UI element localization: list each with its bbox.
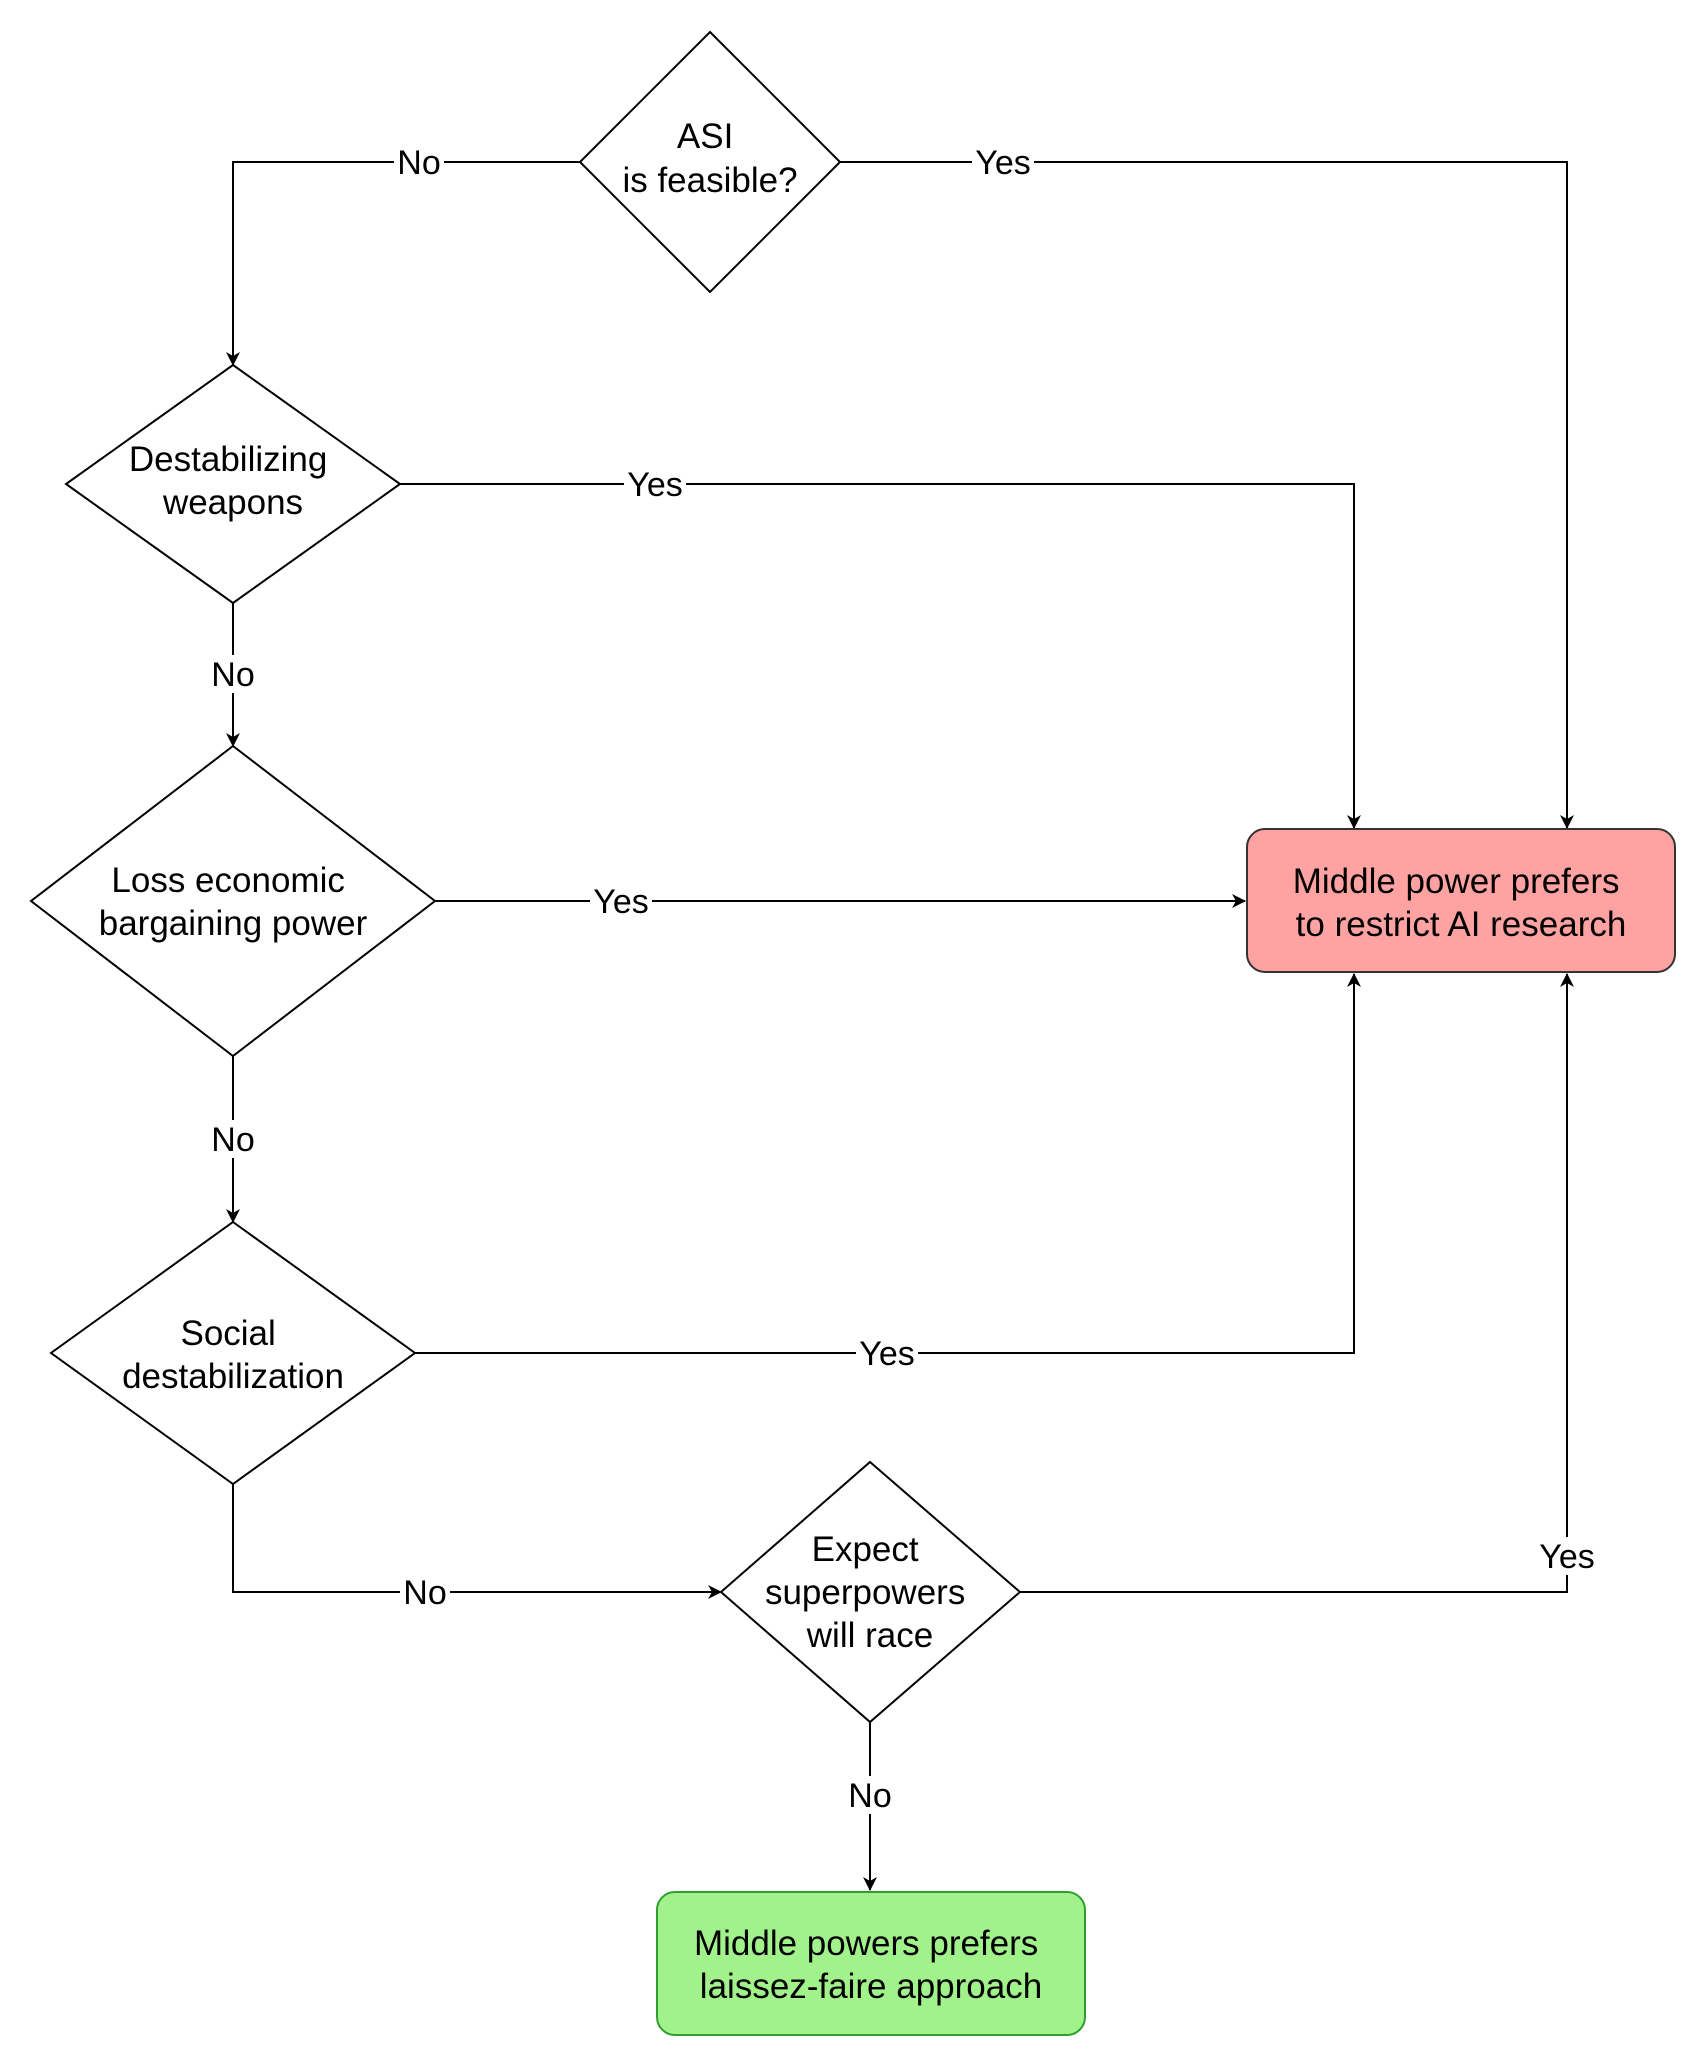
- svg-text:Destabilizing weapons: Destabilizing weapons: [129, 440, 337, 522]
- node-restrict-line-1: Middle power prefers: [1293, 862, 1620, 901]
- node-economic-line-2: bargaining power: [99, 904, 368, 943]
- edge-asi-yes: [840, 161, 1574, 829]
- outcome-restrict-ai-research: Middle power prefers to restrict AI rese…: [1246, 828, 1676, 973]
- svg-text:Middle power prefers t: Middle power prefers to restrict AI rese…: [1293, 862, 1630, 944]
- terminal-nodes: Middle power prefers to restrict AI rese…: [656, 828, 1676, 2036]
- decision-expect-superpowers-race: Expect superpowers will race: [719, 1460, 1022, 1724]
- svg-text:Loss economic bargaini: Loss economic bargaining power: [99, 861, 368, 943]
- node-restrict-line-2: to restrict AI research: [1296, 905, 1627, 944]
- edge-label-asi-no: No: [397, 144, 440, 182]
- node-economic-line-1: Loss economic: [111, 861, 344, 900]
- edge-social-no: [232, 1484, 722, 1599]
- node-laissez-line-2: laissez-faire approach: [700, 1967, 1042, 2006]
- edge-asi-no: [226, 161, 580, 366]
- svg-text:Social destabilization: Social destabilization: [122, 1314, 344, 1396]
- svg-text:Expect superpowers: Expect superpowers will race: [765, 1530, 975, 1655]
- edge-race-yes: [1020, 973, 1574, 1593]
- edge-label-asi-yes: Yes: [975, 144, 1030, 182]
- decision-destabilizing-weapons: Destabilizing weapons: [64, 363, 402, 605]
- laissez-box: [656, 1891, 1086, 2036]
- svg-text:Middle powers prefers: Middle powers prefers laissez-faire appr…: [694, 1924, 1048, 2006]
- svg-text:ASI is feasible?: ASI is feasible?: [622, 117, 797, 200]
- node-asi-line-2: is feasible?: [622, 161, 797, 200]
- decision-social-destabilization: Social destabilization: [49, 1220, 417, 1486]
- node-laissez-line-1: Middle powers prefers: [694, 1924, 1038, 1963]
- node-race-line-1: Expect: [812, 1530, 919, 1569]
- node-social-line-2: destabilization: [122, 1357, 344, 1396]
- node-weapons-line-1: Destabilizing: [129, 440, 327, 479]
- edge-social-yes: [415, 973, 1361, 1354]
- node-race-line-3: will race: [806, 1616, 933, 1655]
- edge-label-economic-no: No: [211, 1121, 254, 1159]
- edge-label-social-no: No: [403, 1574, 446, 1612]
- edge-label-weapons-yes: Yes: [627, 466, 682, 504]
- node-asi-line-1: ASI: [677, 117, 733, 156]
- edge-labels: No Yes Yes No Yes No Yes No Yes No: [208, 144, 1598, 1815]
- node-social-line-1: Social: [180, 1314, 275, 1353]
- edge-label-race-no: No: [848, 1777, 891, 1815]
- edge-label-race-yes: Yes: [1539, 1538, 1594, 1576]
- node-weapons-line-2: weapons: [162, 483, 303, 522]
- edge-label-social-yes: Yes: [859, 1335, 914, 1373]
- restrict-box: [1246, 828, 1676, 973]
- edge-weapons-yes: [400, 483, 1361, 829]
- node-race-line-2: superpowers: [765, 1573, 965, 1612]
- edges: [226, 161, 1574, 1891]
- outcome-laissez-faire: Middle powers prefers laissez-faire appr…: [656, 1891, 1086, 2036]
- decision-nodes: ASI is feasible? Destabilizing weapons L…: [29, 30, 1022, 1724]
- edge-label-weapons-no: No: [211, 656, 254, 694]
- edge-label-economic-yes: Yes: [593, 883, 648, 921]
- decision-loss-economic-bargaining-power: Loss economic bargaining power: [29, 744, 437, 1058]
- decision-asi-feasible: ASI is feasible?: [578, 30, 842, 294]
